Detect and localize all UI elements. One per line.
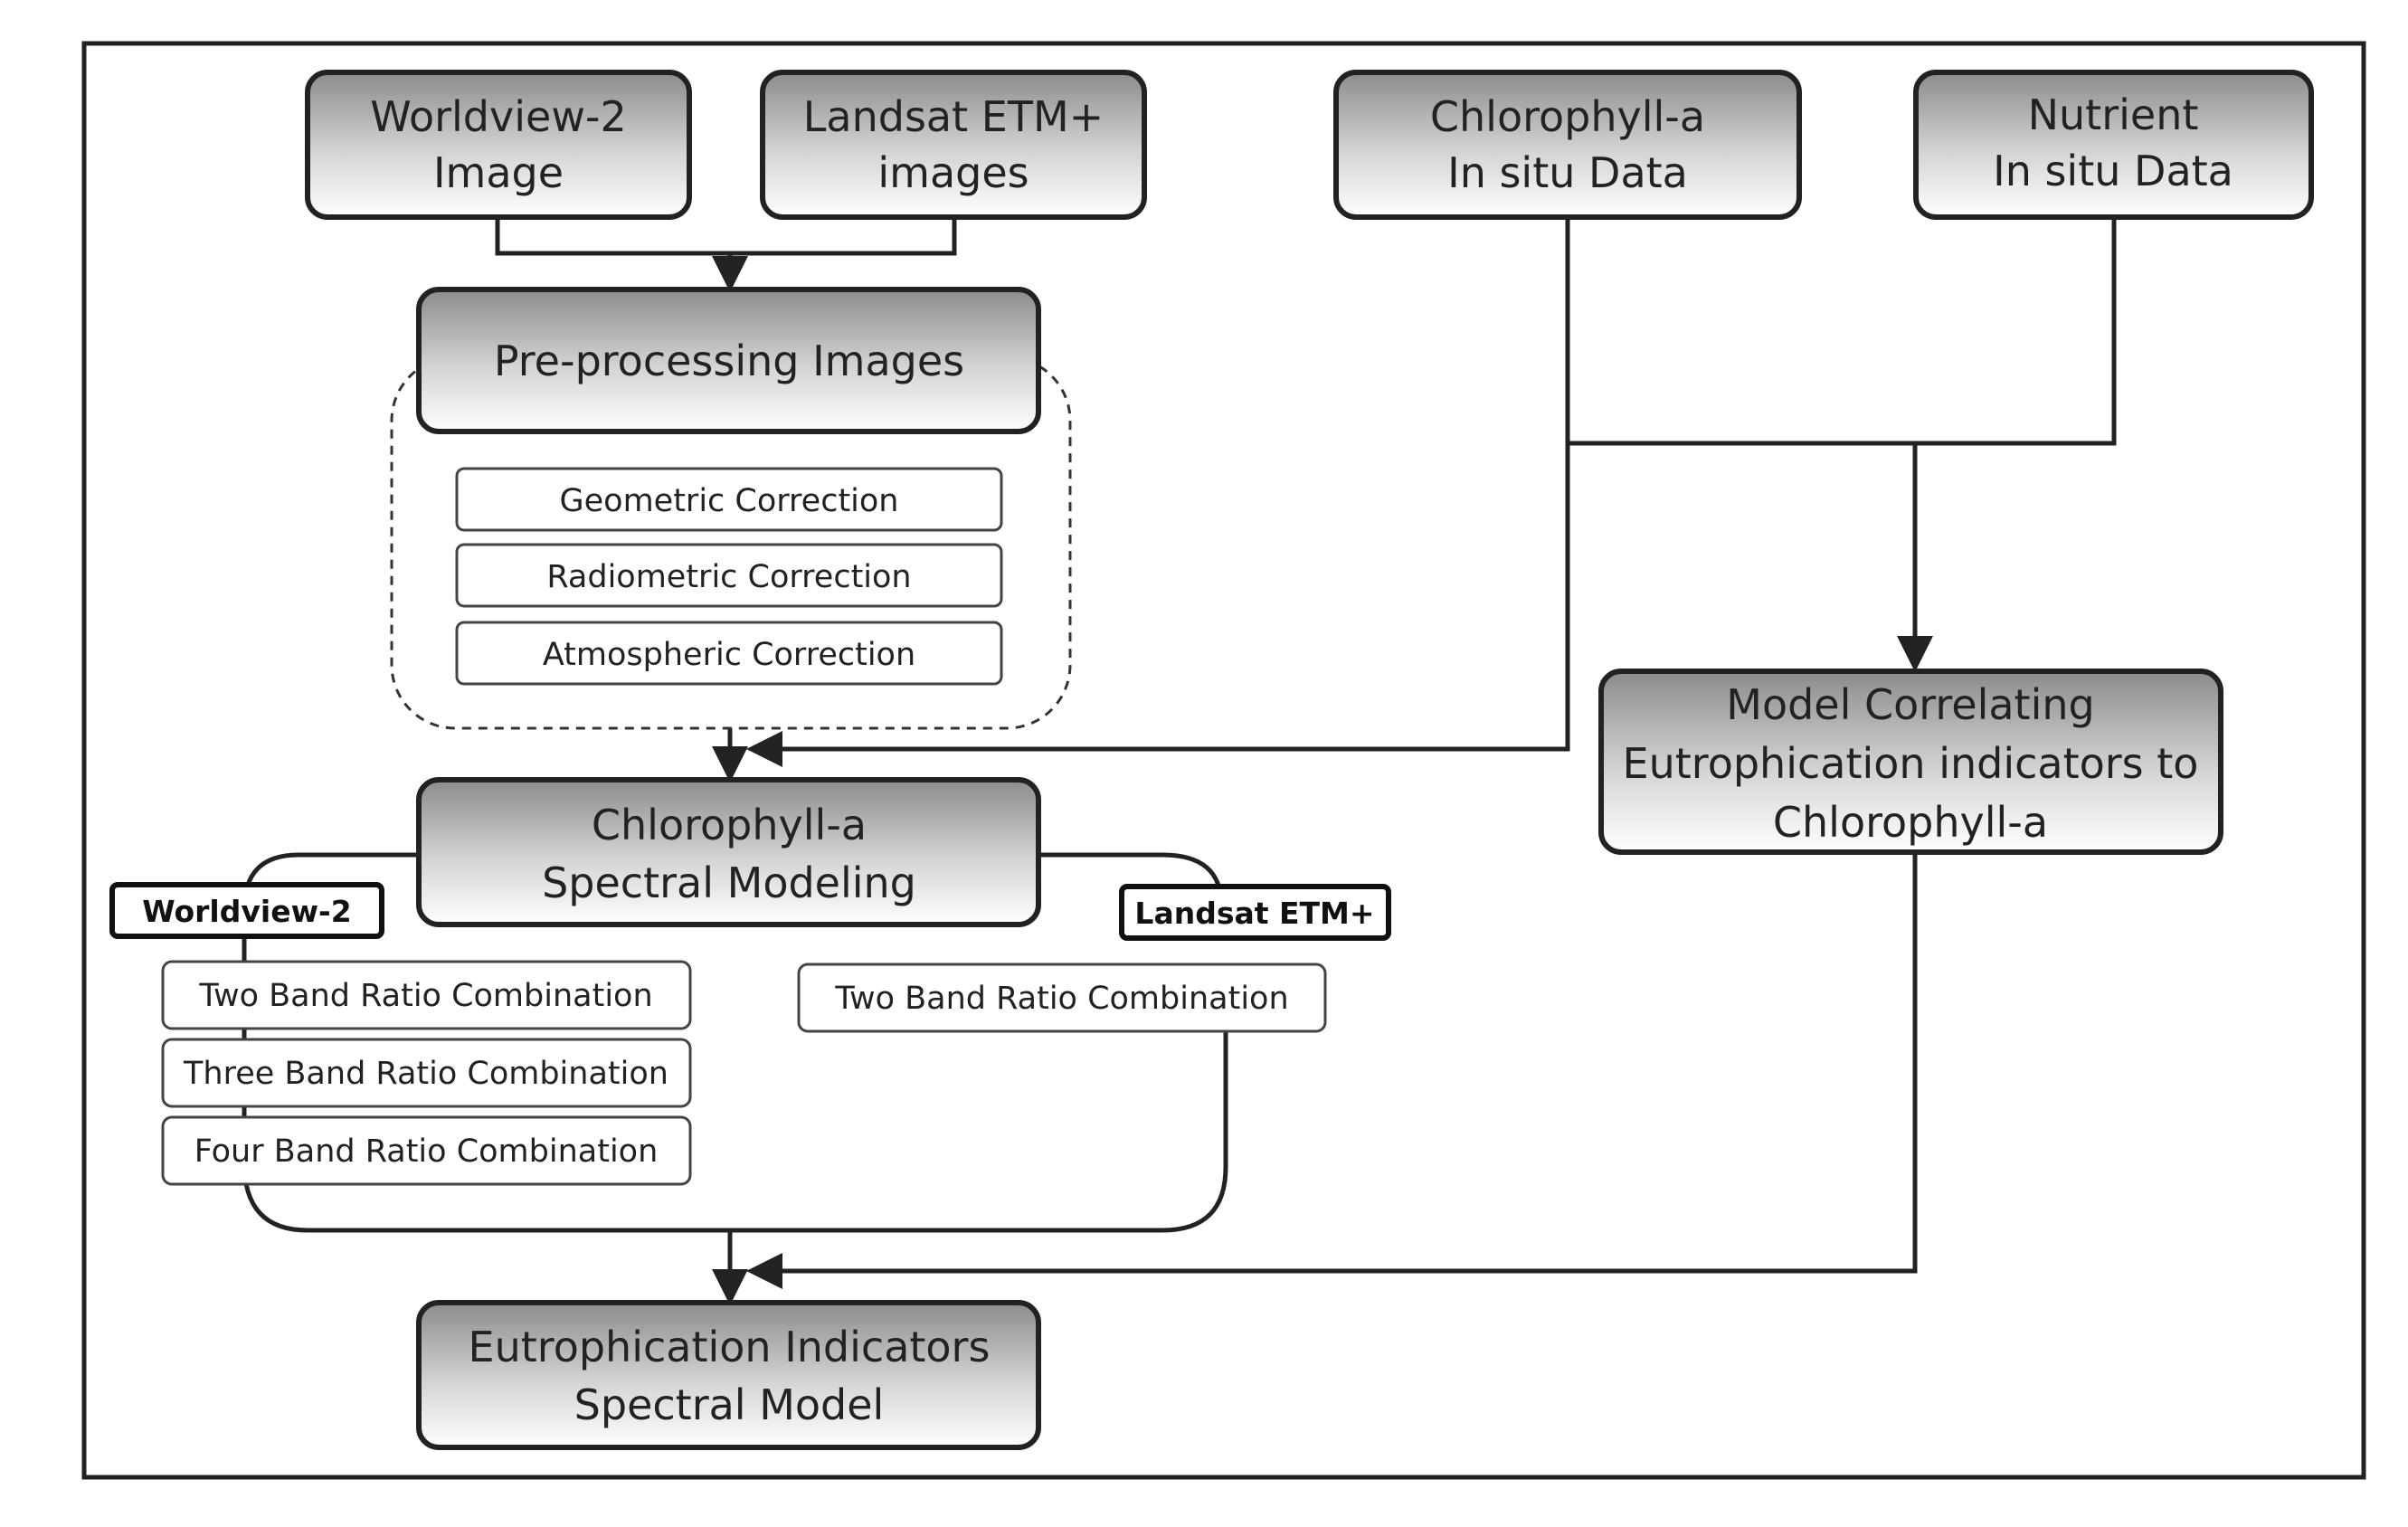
output-line2: Spectral Model (574, 1380, 885, 1429)
svg-text:Three Band Ratio Combination: Three Band Ratio Combination (183, 1056, 668, 1092)
preprocessing-group (390, 356, 1072, 730)
worldview-image-line1: Worldview-2 (370, 92, 627, 141)
spectral-modeling-line1: Chlorophyll-a (592, 801, 867, 849)
landsat-images-line2: images (877, 148, 1029, 197)
svg-text:Two Band Ratio Combination: Two Band Ratio Combination (198, 978, 652, 1014)
worldview-image-line2: Image (433, 148, 564, 197)
landsat-images-line1: Landsat ETM+ (803, 92, 1104, 141)
connectors (242, 217, 2117, 1305)
svg-text:Landsat ETM+: Landsat ETM+ (1134, 896, 1374, 931)
svg-text:Atmospheric Correction: Atmospheric Correction (543, 637, 915, 673)
landsat-tag: Landsat ETM+ (1119, 884, 1391, 941)
svg-text:Two Band Ratio Combination: Two Band Ratio Combination (834, 981, 1288, 1017)
output-line1: Eutrophication Indicators (469, 1323, 991, 1371)
chlorophyll-insitu-box: Chlorophyll-a In situ Data (1333, 70, 1802, 220)
worldview-method-two-band: Two Band Ratio Combination (161, 960, 692, 1030)
svg-text:Four Band Ratio Combination: Four Band Ratio Combination (194, 1133, 659, 1170)
landsat-method-two-band: Two Band Ratio Combination (797, 963, 1327, 1033)
preprocessing-step-radiometric: Radiometric Correction (455, 543, 1003, 608)
correlation-model-box: Model Correlating Eutrophication indicat… (1598, 669, 2223, 855)
chlorophyll-insitu-line1: Chlorophyll-a (1430, 92, 1705, 141)
spectral-modeling-box: Chlorophyll-a Spectral Modeling (416, 777, 1041, 927)
spectral-modeling-line2: Spectral Modeling (542, 858, 916, 907)
nutrient-insitu-box: Nutrient In situ Data (1913, 70, 2314, 220)
outer-frame (81, 41, 2366, 1480)
svg-text:Radiometric Correction: Radiometric Correction (546, 559, 911, 595)
landsat-images-box: Landsat ETM+ images (760, 70, 1147, 220)
chlorophyll-insitu-line2: In situ Data (1447, 148, 1688, 197)
worldview-method-four-band: Four Band Ratio Combination (161, 1115, 692, 1186)
preprocessing-box: Pre-processing Images (416, 287, 1041, 434)
svg-text:Worldview-2: Worldview-2 (142, 894, 351, 929)
correlation-model-line2: Eutrophication indicators to (1623, 739, 2199, 788)
worldview-image-box: Worldview-2 Image (305, 70, 692, 220)
nutrient-insitu-line1: Nutrient (2028, 90, 2199, 139)
nutrient-insitu-line2: In situ Data (1993, 147, 2233, 195)
svg-text:Geometric Correction: Geometric Correction (560, 483, 899, 519)
output-box: Eutrophication Indicators Spectral Model (416, 1300, 1041, 1450)
preprocessing-step-geometric: Geometric Correction (455, 467, 1003, 532)
worldview-tag: Worldview-2 (109, 882, 384, 939)
preprocessing-title: Pre-processing Images (494, 337, 964, 385)
correlation-model-line3: Chlorophyll-a (1773, 798, 2048, 847)
preprocessing-step-atmospheric: Atmospheric Correction (455, 621, 1003, 686)
correlation-model-line1: Model Correlating (1726, 680, 2094, 729)
worldview-method-three-band: Three Band Ratio Combination (161, 1038, 692, 1108)
